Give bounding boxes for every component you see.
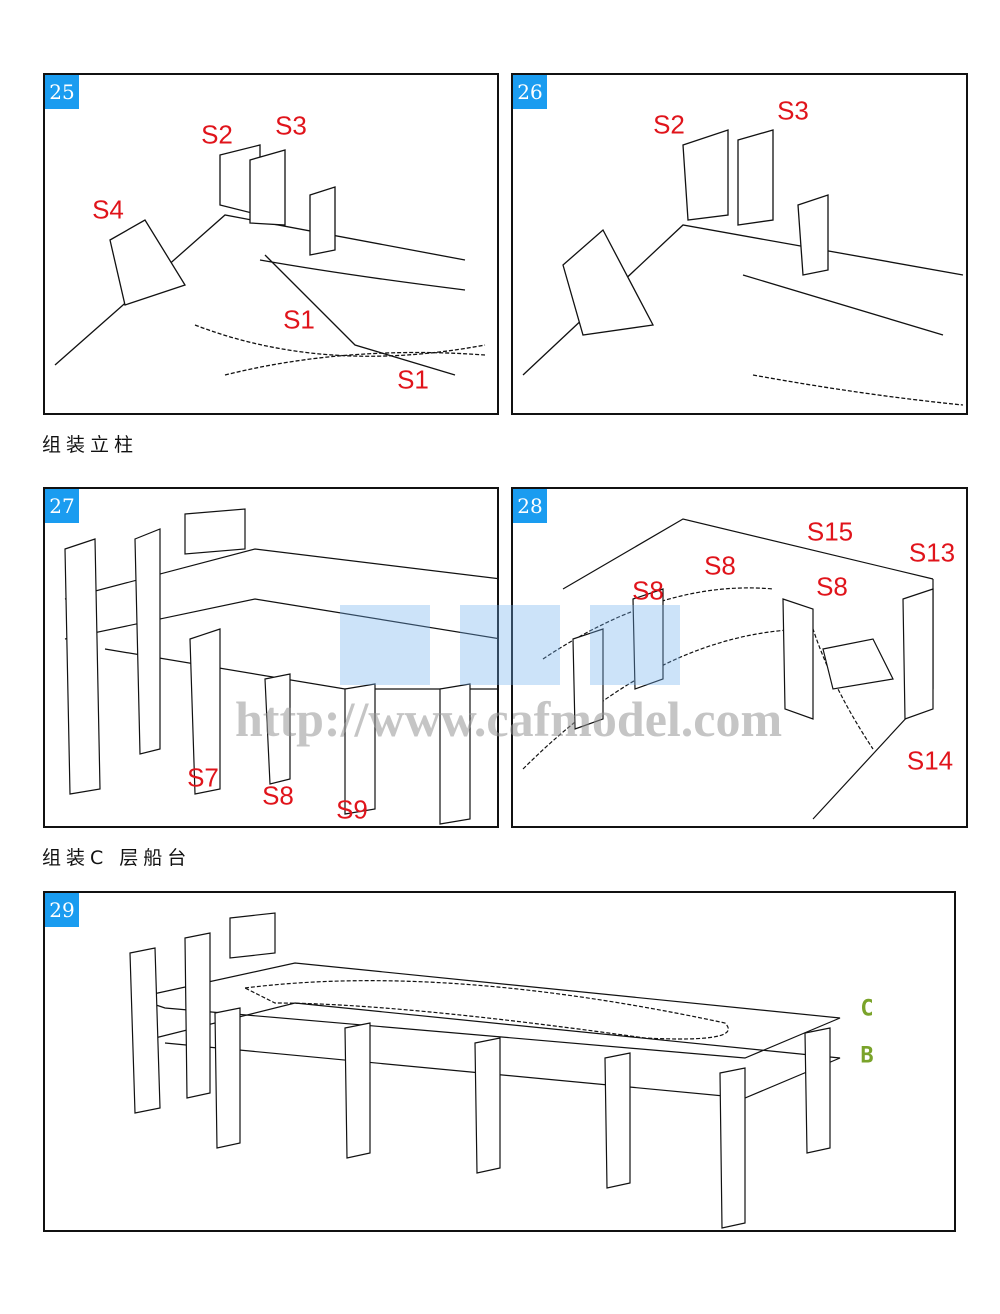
part-label-s1: S1: [397, 364, 429, 395]
step-28-drawing: [522, 518, 934, 820]
step-26-panel: 26 S2 S3: [511, 73, 968, 415]
part-label-s1: S1: [283, 304, 315, 335]
part-label-s2: S2: [201, 119, 233, 150]
part-label-s8: S8: [704, 550, 736, 581]
step-number-badge: 27: [45, 489, 79, 523]
step-number-badge: 26: [513, 75, 547, 109]
part-label-s7: S7: [187, 762, 219, 793]
part-label-s15: S15: [806, 516, 854, 547]
step-number-badge: 29: [45, 893, 79, 927]
watermark-logo: [340, 605, 680, 685]
part-label-s3: S3: [777, 95, 809, 126]
caption-assemble-columns: 组装立柱: [42, 434, 139, 456]
layer-label-b: B: [860, 1043, 874, 1069]
step-26-drawing: [522, 129, 964, 406]
step-29-panel: 29 C B: [43, 891, 956, 1232]
step-27-drawing: [64, 508, 497, 825]
step-27-panel: 27 S7 S8 S9: [43, 487, 499, 828]
part-label-s14: S14: [906, 745, 954, 776]
part-label-s4: S4: [92, 194, 124, 225]
step-number-badge: 28: [513, 489, 547, 523]
caption-assemble-c-layer: 组装C 层船台: [42, 847, 192, 869]
layer-label-c: C: [860, 996, 874, 1022]
part-label-s2: S2: [653, 109, 685, 140]
step-number-badge: 25: [45, 75, 79, 109]
part-label-s8: S8: [816, 571, 848, 602]
part-label-s8: S8: [632, 575, 664, 606]
part-label-s3: S3: [275, 110, 307, 141]
watermark-url: http://www.cafmodel.com: [235, 691, 783, 747]
part-label-s9: S9: [336, 794, 368, 825]
step-25-panel: 25 S2 S3 S4 S1 S1: [43, 73, 499, 415]
step-25-drawing: [54, 144, 486, 376]
step-29-drawing: [129, 912, 841, 1229]
part-label-s13: S13: [908, 537, 956, 568]
step-28-panel: 28 S15 S13 S8 S8 S8 S14: [511, 487, 968, 828]
part-label-s8: S8: [262, 780, 294, 811]
